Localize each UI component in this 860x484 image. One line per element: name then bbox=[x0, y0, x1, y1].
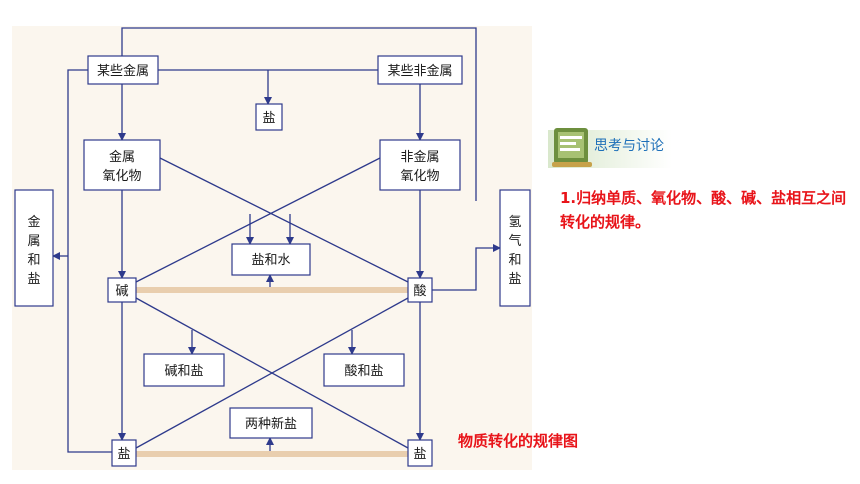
label-top-salt: 盐 bbox=[262, 111, 275, 126]
label-metal-salt-3: 盐 bbox=[27, 272, 40, 287]
label-acid: 酸 bbox=[413, 284, 426, 299]
discussion-badge-label: 思考与讨论 bbox=[594, 138, 664, 154]
box-base bbox=[107, 277, 137, 303]
cross-acid-salt bbox=[135, 297, 409, 449]
discussion-question: 1.归纳单质、氧化物、酸、碱、盐相互之间转化的规律。 bbox=[560, 189, 847, 231]
salt-salt-band bbox=[136, 451, 408, 457]
label-hydrogen-salt-2: 和 bbox=[508, 253, 521, 268]
box-some-metals bbox=[87, 55, 159, 85]
label-hydrogen-salt-0: 氢 bbox=[508, 215, 521, 230]
label-base: 碱 bbox=[115, 284, 128, 299]
box-base-and-salt bbox=[143, 353, 225, 387]
top-loop-line bbox=[121, 27, 477, 201]
label-base-and-salt: 碱和盐 bbox=[164, 364, 203, 379]
label-metal-oxide-1: 金属 bbox=[109, 149, 135, 165]
label-metal-salt-0: 金 bbox=[27, 214, 40, 230]
box-salt-bottom-right bbox=[407, 439, 433, 467]
label-two-new-salts: 两种新盐 bbox=[245, 416, 297, 432]
label-salt-bottom-right: 盐 bbox=[413, 447, 426, 462]
base-acid-band bbox=[136, 287, 408, 293]
box-acid bbox=[407, 277, 433, 303]
box-some-nonmetals bbox=[377, 55, 463, 85]
box-salt-and-water bbox=[231, 243, 311, 276]
box-nonmetal-oxide bbox=[379, 139, 461, 191]
box-top-salt bbox=[255, 103, 283, 131]
label-nonmetal-oxide-1: 非金属 bbox=[400, 149, 439, 165]
cross-metal-oxide-acid bbox=[159, 157, 409, 283]
label-salt-bottom-left: 盐 bbox=[117, 447, 130, 462]
diagram-caption: 物质转化的规律图 bbox=[458, 432, 579, 450]
box-metal-oxide bbox=[83, 139, 161, 191]
label-nonmetal-oxide-2: 氧化物 bbox=[400, 169, 439, 184]
line-metal-left bbox=[67, 69, 112, 453]
box-acid-and-salt bbox=[323, 353, 405, 387]
line-acid-to-hydrogen bbox=[432, 244, 501, 291]
label-hydrogen-salt-1: 气 bbox=[508, 233, 521, 249]
discussion-badge bbox=[548, 128, 672, 168]
box-two-new-salts bbox=[229, 407, 313, 439]
cross-nonmetal-oxide-base bbox=[135, 157, 381, 283]
box-metal-and-salt bbox=[14, 189, 54, 307]
label-metal-salt-2: 和 bbox=[27, 253, 40, 268]
label-salt-and-water: 盐和水 bbox=[251, 253, 290, 268]
box-hydrogen-and-salt bbox=[499, 189, 531, 307]
box-salt-bottom-left bbox=[111, 439, 137, 467]
book-icon bbox=[552, 128, 592, 167]
label-acid-and-salt: 酸和盐 bbox=[344, 364, 383, 379]
label-metal-salt-1: 属 bbox=[27, 234, 40, 249]
label-some-nonmetals: 某些非金属 bbox=[387, 63, 452, 79]
label-metal-oxide-2: 氧化物 bbox=[102, 169, 141, 184]
label-hydrogen-salt-3: 盐 bbox=[508, 272, 521, 287]
label-some-metals: 某些金属 bbox=[97, 63, 149, 79]
